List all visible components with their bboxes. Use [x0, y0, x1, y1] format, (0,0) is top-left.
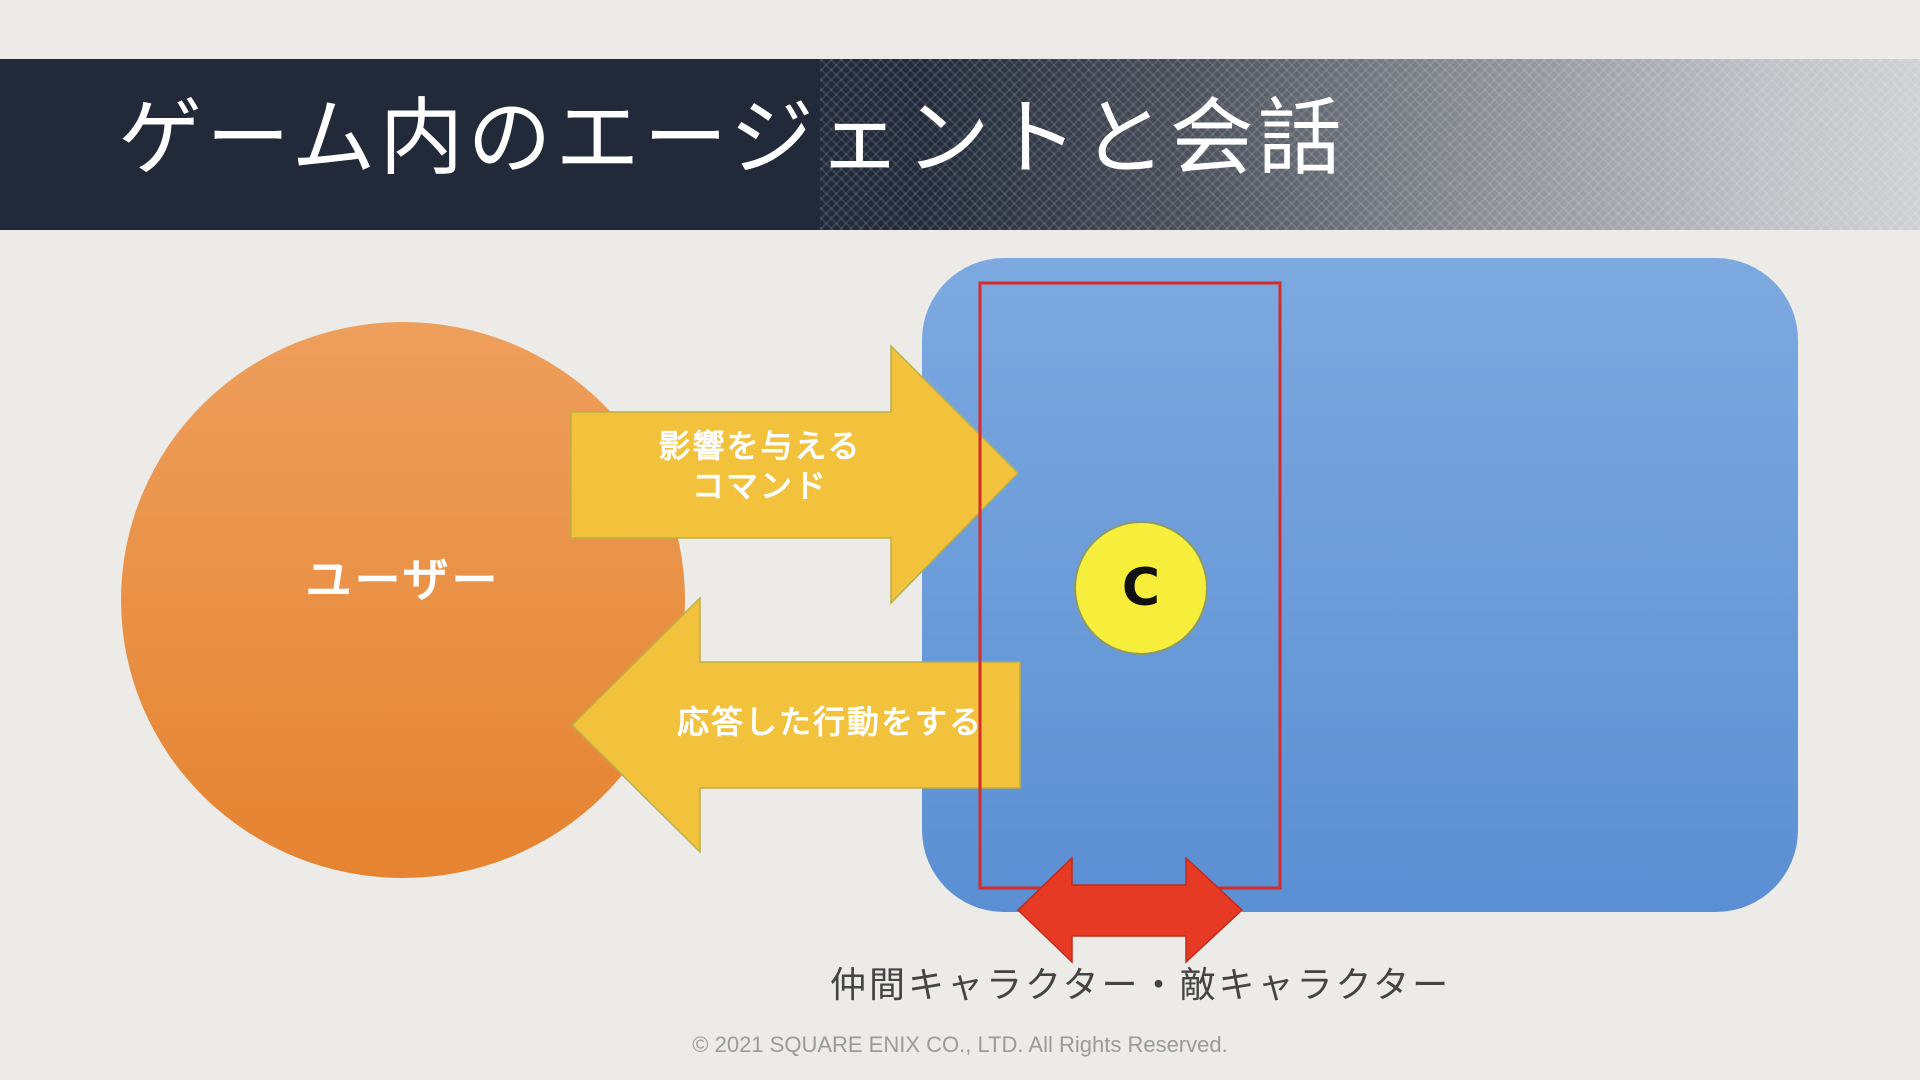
- influence-arrow-label-line1: 影響を与える: [658, 427, 862, 465]
- range-double-arrow: [1016, 856, 1244, 964]
- title-bar: [0, 59, 1920, 230]
- user-circle: [121, 322, 685, 878]
- agent-circle: [1074, 521, 1208, 655]
- agent-label: C: [1121, 558, 1161, 618]
- game-world-panel: [922, 258, 1798, 912]
- slide-title: ゲーム内のエージェントと会話: [118, 89, 1346, 187]
- copyright-notice: © 2021 SQUARE ENIX CO., LTD. All Rights …: [692, 1032, 1228, 1057]
- response-arrow-label: 応答した行動をする: [676, 703, 983, 741]
- influence-command-arrow: [570, 344, 1020, 605]
- response-action-arrow: [570, 596, 1021, 854]
- character-label: 仲間キャラクター・敵キャラクター: [830, 965, 1452, 1006]
- influence-arrow-label: 影響を与える コマンド: [620, 426, 900, 506]
- user-label: ユーザー: [305, 553, 501, 607]
- influence-arrow-label-line2: コマンド: [691, 467, 828, 505]
